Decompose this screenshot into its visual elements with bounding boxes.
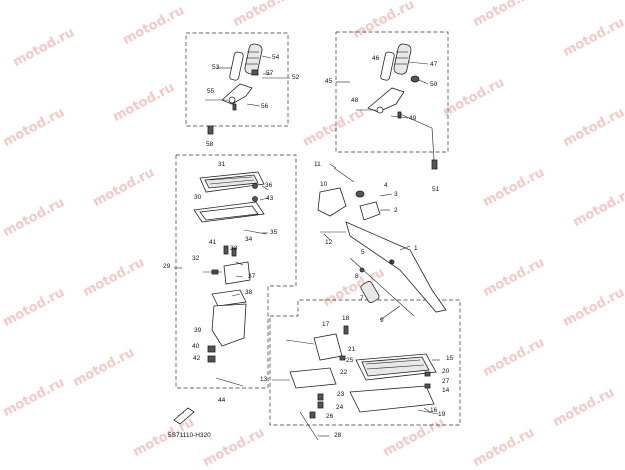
callout-4: 4 [384,182,388,189]
box-footpeg-right [335,31,449,153]
callout-20: 20 [442,368,450,375]
callout-56: 56 [261,103,269,110]
callout-labels: 1234567891011121314151617181920212223242… [163,54,454,439]
callout-10: 10 [320,181,328,188]
callout-7: 7 [360,295,364,302]
callout-6: 6 [389,259,393,266]
callout-24: 24 [336,404,344,411]
callout-32: 32 [192,255,200,262]
footpeg-assembly-left [205,43,263,135]
callout-22: 22 [340,369,348,376]
callout-52: 52 [292,74,300,81]
callout-leaders [174,55,440,437]
box-floorboard-passenger [269,299,461,426]
callout-28: 28 [334,432,342,439]
callout-19: 19 [438,411,446,418]
callout-12: 12 [325,239,333,246]
callout-58: 58 [206,141,214,148]
callout-43: 43 [266,195,274,202]
callout-21: 21 [348,346,356,353]
callout-35: 35 [270,229,278,236]
callout-44: 44 [218,397,226,404]
callout-11: 11 [314,161,321,168]
callout-37: 37 [248,273,256,280]
callout-47: 47 [430,61,438,68]
callout-17: 17 [322,321,330,328]
callout-39: 39 [194,327,202,334]
callout-34: 34 [245,236,253,243]
callout-33: 33 [230,245,238,252]
callout-36: 36 [265,182,273,189]
callout-1: 1 [414,245,418,252]
callout-40: 40 [192,343,200,350]
box-floorboard-rider [175,154,297,389]
callout-16: 16 [430,407,438,414]
callout-45: 45 [325,78,333,85]
callout-14: 14 [442,387,450,394]
callout-57: 57 [266,70,274,77]
callout-26: 26 [326,413,334,420]
rider-floorboard-assembly [193,171,267,387]
center-linkage-assembly [317,167,447,317]
callout-27: 27 [442,378,450,385]
callout-3: 3 [394,191,398,198]
callout-2: 2 [394,207,398,214]
callout-30: 30 [194,194,202,201]
callout-55: 55 [207,88,215,95]
footpeg-assembly-right [356,43,438,170]
callout-9: 9 [380,317,384,324]
callout-53: 53 [212,64,220,71]
callout-54: 54 [272,54,280,61]
callout-25: 25 [346,357,354,364]
callout-46: 46 [372,55,380,62]
callout-5: 5 [361,249,365,256]
front-arrow-icon [173,407,195,425]
box-footpeg-left [185,32,289,127]
callout-41: 41 [209,239,217,246]
callout-13: 13 [260,376,268,383]
diagram-code: 5S71110-H320 [168,432,211,439]
callout-29: 29 [163,263,171,270]
callout-50: 50 [430,81,438,88]
callout-23: 23 [337,391,345,398]
callout-51: 51 [432,186,440,193]
callout-38: 38 [245,289,253,296]
callout-31: 31 [218,161,226,168]
passenger-floorboard-assembly [285,325,439,441]
callout-42: 42 [193,355,201,362]
callout-8: 8 [355,273,359,280]
callout-15: 15 [446,355,454,362]
callout-48: 48 [351,97,359,104]
callout-49: 49 [409,115,417,122]
group-boxes [175,31,461,426]
callout-18: 18 [342,315,350,322]
